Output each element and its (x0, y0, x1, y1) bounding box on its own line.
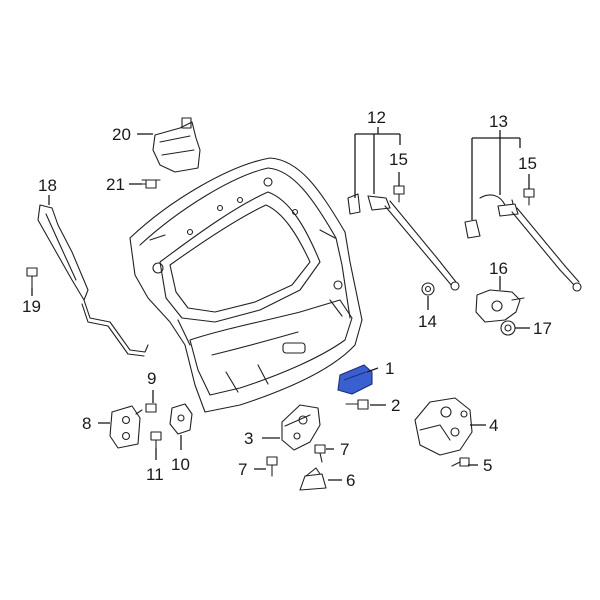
callout-12: 12 (367, 108, 386, 127)
bolt-15a (393, 185, 405, 203)
liftgate-panel (129, 157, 363, 413)
bolt-2 (345, 399, 369, 410)
hinge-10 (169, 403, 193, 435)
callout-10: 10 (171, 455, 190, 474)
callout-2: 2 (391, 396, 400, 415)
callout-7b: 7 (238, 460, 247, 479)
callout-lines (31, 127, 530, 481)
bolt-9 (135, 403, 157, 415)
callout-17: 17 (533, 319, 552, 338)
callout-16: 16 (489, 259, 508, 278)
bolt-11 (150, 431, 162, 449)
bolt-5 (451, 457, 470, 467)
callout-18: 18 (38, 176, 57, 195)
bolt-15b (523, 188, 535, 206)
callout-labels: 1 2 3 4 5 6 7 7 8 9 10 11 12 13 14 15 15… (22, 108, 552, 490)
callout-6: 6 (346, 471, 355, 490)
callout-9: 9 (147, 369, 156, 388)
bolt-7b (266, 456, 278, 477)
latch-3 (281, 404, 321, 451)
gas-strut-12 (347, 193, 460, 291)
callout-8: 8 (82, 414, 91, 433)
callout-1: 1 (385, 359, 394, 378)
lock-actuator-4 (414, 397, 473, 456)
bolt-7a (314, 444, 326, 463)
hinge-8 (109, 405, 141, 449)
callout-5: 5 (483, 456, 492, 475)
gas-strut-13 (464, 194, 582, 292)
bracket-16 (475, 289, 525, 323)
callout-20: 20 (112, 125, 131, 144)
bracket-6 (299, 467, 327, 491)
callout-3: 3 (244, 429, 253, 448)
callout-15b: 15 (518, 154, 537, 173)
callout-4: 4 (489, 416, 498, 435)
bolt-21 (129, 179, 161, 189)
callout-13: 13 (489, 112, 508, 131)
callout-7a: 7 (340, 440, 349, 459)
callout-15a: 15 (389, 150, 408, 169)
nut-17 (500, 320, 516, 336)
callout-21: 21 (106, 175, 125, 194)
callout-14: 14 (418, 312, 437, 331)
grommet-14 (421, 282, 435, 296)
callout-19: 19 (22, 297, 41, 316)
callout-11: 11 (146, 465, 164, 484)
bracket-20 (152, 117, 201, 173)
bolt-19 (26, 267, 38, 289)
trim-cable-18 (37, 204, 149, 357)
latch-striker-1-highlighted (337, 364, 373, 395)
